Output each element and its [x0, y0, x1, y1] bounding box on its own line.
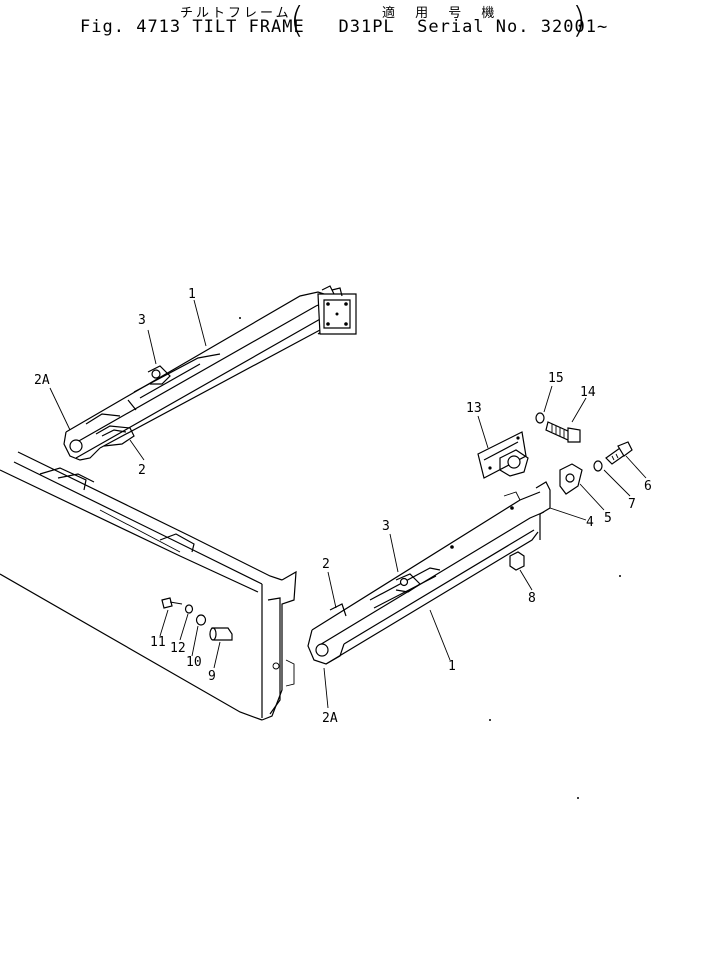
pin-9 [209, 627, 233, 641]
fig-label: Fig. [80, 17, 125, 37]
bolt-11 [161, 597, 183, 609]
callout-1-upper: 1 [188, 287, 196, 302]
washer-15 [535, 412, 545, 424]
stray-dots [239, 317, 621, 799]
bracket-13 [477, 431, 529, 479]
callout-9: 9 [208, 669, 216, 684]
callout-2-lower: 2 [322, 557, 330, 572]
leader-lines [49, 299, 647, 709]
serial-label: Serial No. [417, 17, 530, 37]
washer-10 [195, 614, 207, 626]
callout-10: 10 [186, 655, 202, 670]
callout-3-upper: 3 [138, 313, 146, 328]
callout-1-lower: 1 [448, 659, 456, 674]
washer-7 [593, 460, 603, 472]
figure-title: Fig. 4713 TILT FRAME D31PL Serial No. 32… [80, 17, 608, 37]
callout-8: 8 [528, 591, 536, 606]
open-parenthesis: ( [290, 0, 305, 41]
callout-5: 5 [604, 511, 612, 526]
callout-6: 6 [644, 479, 652, 494]
callout-11: 11 [150, 635, 166, 650]
fig-number: 4713 [136, 17, 182, 37]
upper-tilt-frame [63, 285, 357, 461]
callout-7: 7 [628, 497, 636, 512]
callout-13: 13 [466, 401, 482, 416]
title-japanese: チルトフレーム [180, 6, 292, 21]
washer-12 [184, 604, 194, 614]
callout-3-lower: 3 [382, 519, 390, 534]
model-name: D31PL [338, 17, 395, 37]
callout-12: 12 [170, 641, 186, 656]
applicable-models-japanese: 適 用 号 機 [382, 6, 503, 21]
serial-value: 32001~ [540, 17, 609, 37]
callout-2a-lower: 2A [322, 711, 338, 726]
callout-2a-upper: 2A [34, 373, 50, 388]
close-parenthesis: ) [572, 0, 587, 41]
callout-4: 4 [586, 515, 594, 530]
callout-2-upper: 2 [138, 463, 146, 478]
bolt-6 [605, 441, 633, 465]
nut-8 [509, 551, 525, 571]
callout-14: 14 [580, 385, 596, 400]
callout-labels: 1 3 2A 2 15 14 13 6 7 5 4 3 2 8 1 2A 11 … [34, 287, 652, 726]
fig-title: TILT FRAME [192, 17, 305, 37]
callout-15: 15 [548, 371, 564, 386]
cap-5 [559, 463, 583, 495]
dozer-blade [0, 451, 297, 721]
bolt-14 [545, 421, 581, 443]
lower-tilt-frame [307, 481, 551, 665]
